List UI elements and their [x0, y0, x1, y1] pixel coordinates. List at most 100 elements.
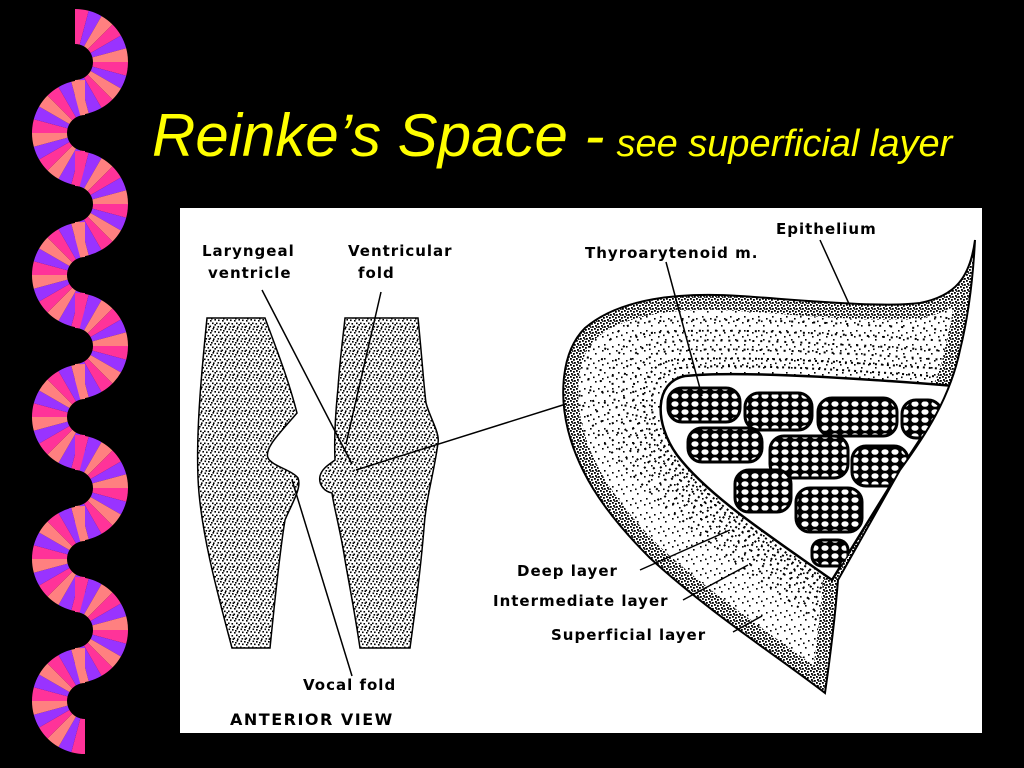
border-fan-wedge: [90, 603, 127, 626]
label-deep-layer: Deep layer: [517, 562, 618, 580]
lamina-propria-dot-rows: [573, 295, 982, 666]
border-fan-wedge: [58, 365, 81, 402]
border-fan-wedge: [92, 190, 128, 204]
border-fan-wedge: [47, 87, 76, 121]
leader-line-laryngeal-ventricle: [261, 289, 353, 465]
border-fan-wedge: [32, 545, 68, 559]
border-fan-wedge: [75, 9, 89, 45]
leader-line-ventricular-fold: [345, 291, 382, 445]
leader-line-deep-layer: [639, 529, 731, 571]
border-fan-wedge: [32, 275, 68, 289]
border-fan-wedge: [33, 248, 70, 271]
border-fan-wedge: [92, 204, 128, 218]
border-fan-wedge: [32, 119, 68, 133]
border-fan-wedge: [39, 237, 73, 266]
muscle-bundle: [768, 434, 850, 480]
anatomy-diagram: Laryngeal ventricle Ventricular fold Thy…: [180, 208, 982, 733]
border-fan-wedge: [47, 571, 76, 605]
border-fan-wedge: [84, 16, 113, 50]
border-fan-wedge: [58, 290, 81, 327]
border-fan-wedge: [32, 687, 68, 701]
border-fan-wedge: [33, 532, 70, 555]
border-fan-wedge: [32, 417, 68, 431]
border-fan-wedge: [58, 649, 81, 686]
border-fan-wedge: [84, 500, 113, 534]
border-fan-wedge: [92, 488, 128, 502]
title-subtitle: see superficial layer: [616, 123, 953, 165]
right-vocal-fold-section: [318, 317, 439, 649]
border-fan-wedge: [39, 568, 73, 597]
border-fan-wedge: [47, 229, 76, 263]
border-fan-wedge: [84, 74, 113, 108]
border-fan-wedge: [58, 507, 81, 544]
border-fan-wedge: [39, 379, 73, 408]
border-fan-wedge: [58, 574, 81, 611]
border-fan-wedge: [79, 10, 102, 47]
leader-line-vocal-fold: [291, 479, 353, 677]
border-fan-wedge: [58, 81, 81, 118]
border-fan-wedge: [90, 35, 127, 58]
border-fan-wedge: [33, 674, 70, 697]
border-fan-wedge: [75, 577, 89, 613]
border-fan-wedge: [92, 332, 128, 346]
muscle-bundle: [666, 386, 742, 424]
muscle-bundles: [666, 386, 944, 568]
muscle-bundle: [816, 396, 899, 438]
border-fan-wedge: [79, 578, 102, 615]
border-fan-wedge: [47, 655, 76, 689]
border-fan-wedge: [32, 261, 68, 275]
border-fan-wedge: [71, 222, 85, 258]
label-laryngeal-ventricle-line2: ventricle: [208, 264, 292, 282]
border-fan-wedge: [79, 361, 102, 398]
border-fan-wedge: [84, 442, 113, 476]
border-fan-wedge: [71, 80, 85, 116]
border-fan-wedge: [32, 559, 68, 573]
cross-section: [562, 239, 982, 695]
border-fan-wedge: [87, 71, 121, 100]
leader-line-thyroarytenoid: [665, 261, 703, 397]
border-fan-wedge: [87, 308, 121, 337]
border-fan-wedge: [47, 145, 76, 179]
decorative-fan-border: [32, 9, 128, 754]
border-fan-wedge: [87, 166, 121, 195]
leader-line-intermediate-layer: [682, 564, 749, 601]
border-fan-wedge: [39, 710, 73, 739]
border-fan-wedge: [47, 371, 76, 405]
border-fan-wedge: [33, 279, 70, 302]
zoom-line: [355, 403, 567, 471]
border-fan-wedge: [87, 355, 121, 384]
muscle-bundle: [900, 398, 944, 440]
border-fan-wedge: [84, 358, 113, 392]
border-fan-wedge: [39, 142, 73, 171]
leader-line-epithelium: [819, 239, 851, 307]
border-fan-wedge: [33, 390, 70, 413]
border-fan-wedge: [33, 563, 70, 586]
vocal-fold-anatomy-svg: Laryngeal ventricle Ventricular fold Thy…: [196, 220, 982, 729]
border-fan-wedge: [39, 426, 73, 455]
border-fan-wedge: [58, 432, 81, 469]
superficial-layer-dot-row: [573, 295, 982, 666]
intermediate-layer-dot-row: [633, 349, 982, 606]
border-fan-wedge: [84, 158, 113, 192]
label-epithelium: Epithelium: [776, 220, 877, 238]
label-ventricular-fold-line1: Ventricular: [348, 242, 453, 260]
label-vocal-fold: Vocal fold: [303, 676, 396, 694]
border-fan-wedge: [32, 403, 68, 417]
border-fan-wedge: [90, 208, 127, 231]
border-fan-wedge: [90, 634, 127, 657]
border-fan-wedge: [39, 95, 73, 124]
muscle-bundle: [686, 426, 764, 464]
border-fan-wedge: [39, 663, 73, 692]
border-fan-wedge: [71, 506, 85, 542]
border-fan-wedge: [32, 133, 68, 147]
label-thyroarytenoid: Thyroarytenoid m.: [585, 244, 758, 262]
border-fan-wedge: [79, 294, 102, 331]
border-fan-wedge: [33, 137, 70, 160]
border-fan-wedge: [87, 497, 121, 526]
border-fan-wedge: [90, 319, 127, 342]
border-fan-wedge: [92, 630, 128, 644]
border-fan-wedge: [92, 346, 128, 360]
border-fan-wedge: [90, 350, 127, 373]
border-fan-wedge: [79, 436, 102, 473]
